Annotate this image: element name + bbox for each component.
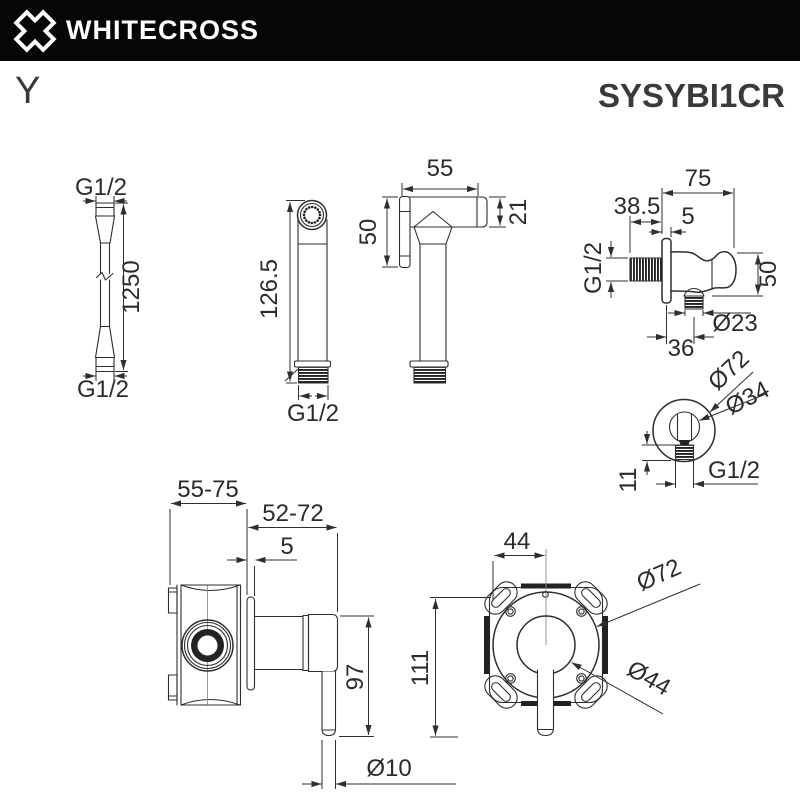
outlet-depth-label: 75 bbox=[685, 165, 712, 192]
hose-outline bbox=[94, 202, 116, 373]
mixer-base-diameter-label: Ø44 bbox=[622, 655, 675, 701]
head-diameter-label: 21 bbox=[505, 199, 532, 226]
mixer-body-depth-label: 55-75 bbox=[177, 476, 238, 503]
outlet-inlet-thread-label: G1/2 bbox=[580, 242, 607, 294]
bracket-height-label: 50 bbox=[355, 219, 382, 246]
hose-thread-top-label: G1/2 bbox=[75, 174, 127, 201]
mixer-side-outline bbox=[167, 584, 339, 737]
mixer-trim-depth-label: 52-72 bbox=[262, 500, 323, 527]
hose-length-label: 1250 bbox=[118, 260, 145, 313]
head-length-label: 55 bbox=[427, 155, 454, 182]
mixer-front-dimensions bbox=[492, 552, 701, 715]
mixer-center-offset-label: 44 bbox=[504, 528, 531, 555]
model-number: SYSYBI1CR bbox=[597, 77, 785, 114]
outlet-side-outline bbox=[629, 237, 737, 310]
outlet-diameter-label: Ø23 bbox=[712, 310, 757, 337]
whitecross-logo-icon bbox=[13, 8, 57, 53]
hose-dimensions bbox=[83, 196, 128, 381]
outlet-escutcheon-circle bbox=[652, 398, 716, 463]
outlet-height-label: 50 bbox=[755, 261, 782, 288]
handshower-side-dimensions bbox=[382, 183, 506, 268]
mixer-front-handle bbox=[536, 669, 555, 737]
outlet-side-dimensions bbox=[606, 188, 763, 344]
outlet-plate-thickness-label: 5 bbox=[681, 203, 694, 230]
outlet-front-dimensions bbox=[642, 371, 767, 488]
handshower-side-outline bbox=[398, 195, 488, 384]
header-bar: WHITECROSS bbox=[0, 0, 800, 61]
handshower-height-label: 126.5 bbox=[256, 259, 283, 319]
mixer-plate-thickness-label: 5 bbox=[280, 533, 293, 560]
handshower-thread-label: G1/2 bbox=[287, 400, 339, 427]
mixer-total-height-label: 111 bbox=[407, 650, 434, 686]
mixer-front-drawing: 44 Ø72 Ø44 bbox=[484, 528, 701, 737]
hose-thread-bottom-label: G1/2 bbox=[77, 376, 129, 403]
series-title: Y bbox=[15, 70, 41, 112]
outlet-front-thread-length-label: 11 bbox=[615, 468, 642, 493]
handshower-front-drawing: 126.5 G1/2 bbox=[256, 199, 339, 427]
brand-name: WHITECROSS bbox=[66, 15, 260, 45]
outlet-side-drawing: 75 38.5 5 G1/2 50 Ø23 36 bbox=[580, 165, 782, 362]
mixer-lever-diameter-label: Ø10 bbox=[366, 755, 411, 782]
handshower-front-dimensions bbox=[284, 200, 329, 400]
mixer-escutcheon-diameter-label: Ø72 bbox=[633, 554, 685, 597]
outlet-front-outline bbox=[668, 411, 701, 461]
handshower-front-outline bbox=[293, 199, 332, 384]
outlet-offset-label: 36 bbox=[668, 335, 695, 362]
mixer-side-drawing: 55-75 52-72 5 97 Ø10 111 bbox=[167, 476, 491, 789]
outlet-thread-length-label: 38.5 bbox=[614, 193, 661, 220]
mixer-side-dimensions bbox=[169, 500, 491, 789]
outlet-front-drawing: Ø72 Ø34 11 G1/2 bbox=[615, 345, 774, 492]
hose-drawing: G1/2 1250 G1/2 bbox=[75, 174, 145, 403]
handshower-side-drawing: 55 21 50 bbox=[355, 155, 532, 384]
spray-nozzles bbox=[302, 205, 322, 225]
outlet-front-thread-label: G1/2 bbox=[708, 457, 760, 484]
mixer-lever-length-label: 97 bbox=[342, 664, 369, 691]
